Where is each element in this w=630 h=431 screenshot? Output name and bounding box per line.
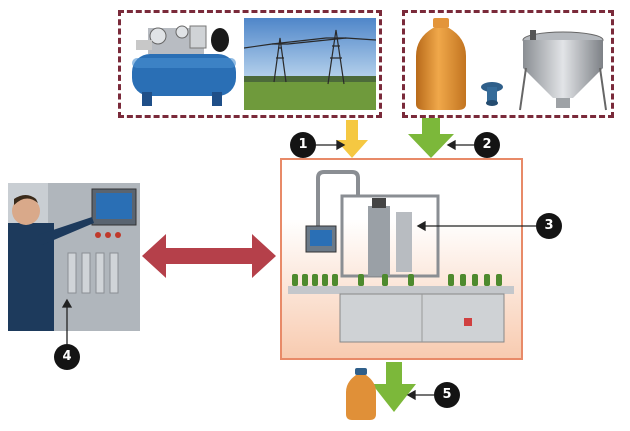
- energy-inputs-frame: [118, 10, 382, 118]
- label-badge-3: 3: [536, 213, 562, 239]
- label-badge-4: 4: [54, 344, 80, 370]
- materials-inputs-frame: [402, 10, 614, 118]
- steel-hopper-icon: [518, 28, 608, 112]
- filled-bottle-icon: [346, 368, 376, 420]
- label-badge-5: 5: [434, 382, 460, 408]
- output-flow-arrow: [372, 362, 416, 412]
- filling-machine-icon: [288, 166, 514, 348]
- air-compressor-icon: [128, 18, 238, 110]
- power-lines-icon: [244, 18, 376, 110]
- label-badge-2: 2: [474, 132, 500, 158]
- information-flow-arrow: [142, 234, 276, 278]
- energy-flow-arrow: [336, 120, 368, 158]
- bottle-cap-icon: [480, 78, 504, 108]
- plastic-bottle-icon: [412, 16, 470, 112]
- label-badge-1: 1: [290, 132, 316, 158]
- materials-flow-arrow: [408, 118, 454, 158]
